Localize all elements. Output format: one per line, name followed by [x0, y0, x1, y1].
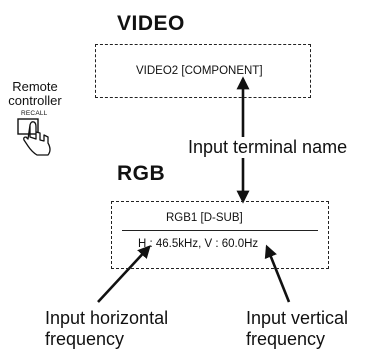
- vertical-frequency-callout: Input vertical frequency: [246, 308, 348, 350]
- rgb-terminal-label: RGB1 [D-SUB]: [166, 212, 243, 224]
- recall-button-label: RECALL: [21, 110, 48, 117]
- video-heading: VIDEO: [117, 12, 185, 35]
- horizontal-callout-line2: frequency: [45, 329, 125, 349]
- remote-controller-label: Remote controller: [4, 80, 66, 108]
- video-terminal-label: VIDEO2 [COMPONENT]: [136, 65, 263, 77]
- vertical-callout-line1: Input vertical: [246, 308, 349, 328]
- vertical-frequency-arrow: [264, 244, 291, 303]
- rgb-display-box: RGB1 [D-SUB] H : 46.5kHz, V : 60.0Hz: [111, 201, 329, 269]
- rgb-divider-line: [122, 230, 318, 231]
- pressing-hand-icon: [17, 118, 51, 156]
- rgb-heading: RGB: [117, 162, 166, 185]
- horizontal-frequency-arrow: [97, 245, 151, 303]
- vertical-callout-line2: frequency: [246, 329, 326, 349]
- horizontal-frequency-callout: Input horizontal frequency: [45, 308, 168, 350]
- terminal-name-callout: Input terminal name: [186, 137, 350, 158]
- video-display-box: VIDEO2 [COMPONENT]: [95, 44, 311, 98]
- remote-label-line1: Remote: [12, 79, 58, 94]
- remote-label-line2: controller: [8, 93, 62, 108]
- rgb-frequency-label: H : 46.5kHz, V : 60.0Hz: [138, 238, 259, 250]
- horizontal-callout-line1: Input horizontal: [45, 308, 169, 328]
